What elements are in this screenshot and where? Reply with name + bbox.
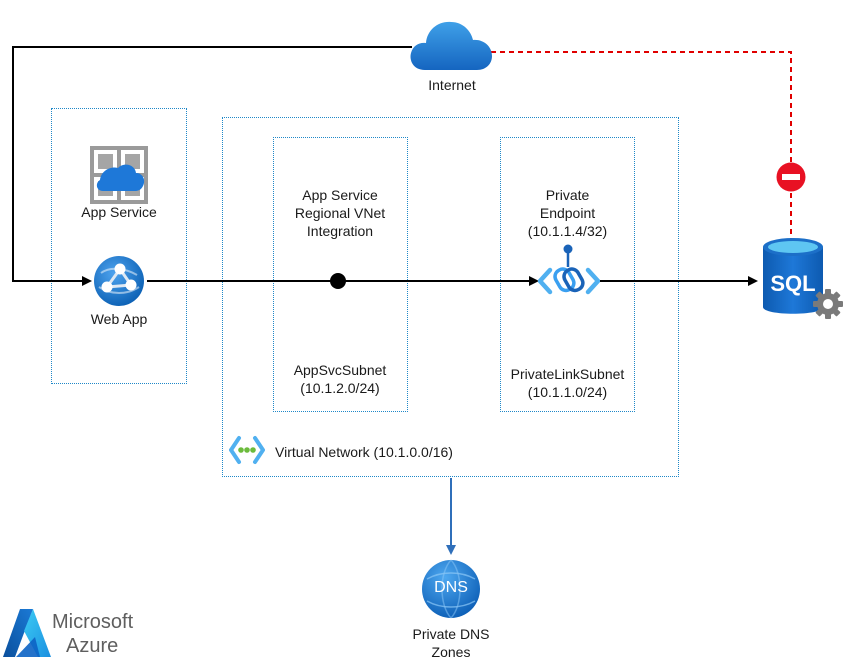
brand-azure: Azure	[66, 635, 119, 657]
cloud-icon	[410, 21, 492, 70]
private-dns-zones-line2: Zones	[431, 644, 471, 660]
private-endpoint-icon	[538, 244, 600, 295]
dns-icon	[422, 559, 480, 619]
private-link-subnet-name: PrivateLinkSubnet	[510, 366, 625, 382]
app-service-icon	[90, 146, 148, 204]
private-dns-zones-line1: Private DNS	[412, 626, 490, 642]
private-link-subnet-boundary	[500, 137, 635, 412]
app-service-label: App Service	[81, 204, 157, 220]
private-link-subnet-label: PrivateLinkSubnet (10.1.1.0/24)	[500, 365, 635, 401]
gear-icon	[813, 289, 843, 319]
private-endpoint-label-line2: Endpoint	[539, 205, 596, 221]
vnet-integration-label-line1: App Service	[302, 187, 378, 203]
private-endpoint-label-line1: Private	[545, 187, 590, 203]
brand-microsoft: Microsoft	[52, 611, 134, 633]
internet-label: Internet	[428, 77, 476, 93]
web-app-icon	[94, 256, 144, 306]
app-subnet-name: AppSvcSubnet	[293, 362, 387, 378]
private-endpoint-cidr: (10.1.1.4/32)	[527, 223, 608, 239]
virtual-network-boundary	[222, 117, 679, 477]
virtual-network-icon	[229, 436, 265, 464]
vnet-integration-label-line3: Integration	[306, 223, 374, 239]
dns-icon-text: DNS	[434, 579, 468, 596]
internet-to-webapp-line	[12, 46, 412, 286]
app-subnet-cidr: (10.1.2.0/24)	[300, 380, 380, 396]
private-endpoint-label: Private Endpoint (10.1.1.4/32)	[505, 186, 630, 240]
virtual-network-label: Virtual Network (10.1.0.0/16)	[275, 444, 453, 460]
vnet-integration-label-line2: Regional VNet	[294, 205, 386, 221]
app-svc-subnet-boundary	[273, 137, 408, 412]
sql-database-icon	[763, 238, 843, 319]
sql-label: SQL	[770, 271, 816, 296]
azure-logo	[3, 609, 51, 657]
app-subnet-label: AppSvcSubnet (10.1.2.0/24)	[278, 361, 402, 397]
private-dns-zones-label: Private DNS Zones	[391, 625, 511, 661]
app-service-boundary	[51, 108, 187, 384]
private-link-subnet-cidr: (10.1.1.0/24)	[527, 384, 608, 400]
vnet-integration-label: App Service Regional VNet Integration	[278, 186, 402, 240]
web-app-label: Web App	[90, 311, 148, 327]
vnet-integration-dot	[330, 273, 346, 289]
no-entry-icon	[776, 162, 806, 192]
